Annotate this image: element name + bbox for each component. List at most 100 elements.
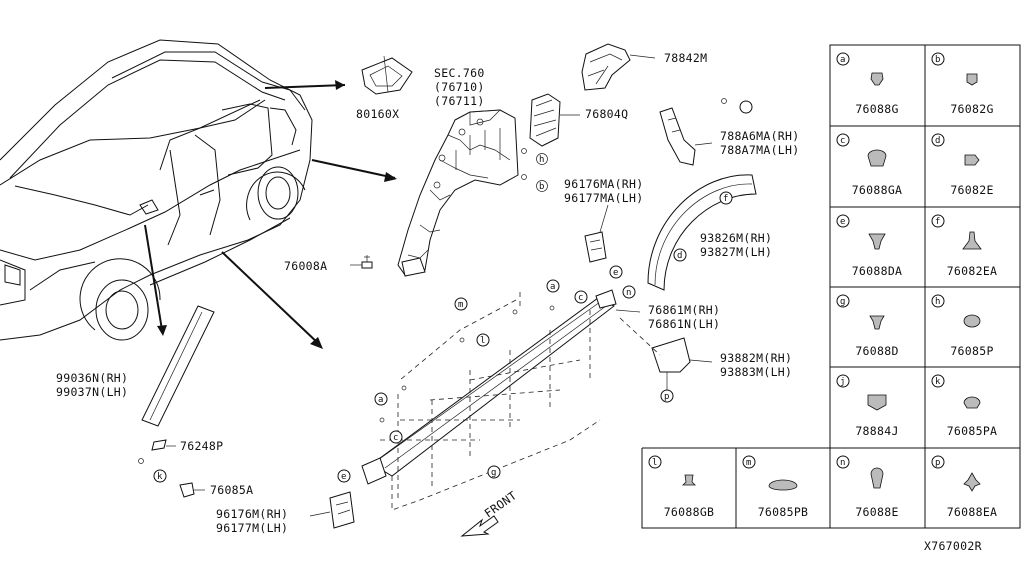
- legend-cell-d: d 76082E: [931, 133, 993, 197]
- legend-letter: m: [746, 458, 751, 468]
- callout-k-screw: k: [157, 472, 163, 482]
- legend-part-icon: [963, 314, 981, 328]
- label-76008A: 76008A: [284, 259, 327, 273]
- callout-p-flap: p: [664, 392, 669, 402]
- label-99036N: 99036N(RH): [56, 371, 128, 385]
- label-788A7MA: 788A7MA(LH): [720, 143, 799, 157]
- legend-part-number: 76082G: [950, 102, 993, 116]
- legend-letter-badge: [931, 133, 945, 147]
- legend-letter-badge: [836, 52, 850, 66]
- part-76085A-screw: k 76085A: [138, 458, 253, 498]
- legend-letter: b: [935, 55, 940, 65]
- callout-e-sill: e: [613, 268, 618, 278]
- label-76085A: 76085A: [210, 483, 253, 497]
- legend-letter: a: [840, 55, 845, 65]
- label-96177M: 96177M(LH): [216, 521, 288, 535]
- legend-letter: e: [840, 217, 845, 227]
- legend-cell-b: b 76082G: [931, 52, 993, 116]
- callout-a-sill: a: [550, 282, 555, 292]
- callout-d-arch: d: [677, 251, 682, 261]
- callout-m-sill: m: [458, 300, 463, 310]
- callout-b-panel: b: [539, 182, 544, 192]
- legend-part-number: 76085PB: [758, 505, 809, 519]
- legend-letter: j: [840, 377, 845, 387]
- callout-c-sill2: c: [393, 433, 398, 443]
- label-76710: (76710): [434, 80, 485, 94]
- label-76861N: 76861N(LH): [648, 317, 720, 331]
- legend-letter: c: [840, 136, 845, 146]
- legend-part-icon: [870, 72, 884, 86]
- legend-cell-c: c 76088GA: [836, 133, 903, 197]
- legend-part-icon: [768, 479, 798, 491]
- legend-part-icon: [867, 394, 887, 411]
- vehicle-illustration: [0, 39, 313, 341]
- legend-part-icon: [869, 315, 885, 330]
- legend-part-icon: [964, 154, 980, 166]
- legend-part-icon: [870, 467, 884, 489]
- label-96176M: 96176M(RH): [216, 507, 288, 521]
- legend-cell-m: m 76085PB: [742, 455, 809, 519]
- legend-letter: n: [840, 458, 845, 468]
- front-indicator: FRONT: [460, 488, 519, 537]
- legend-letter: d: [935, 136, 940, 146]
- legend-part-number: 76088DA: [852, 264, 903, 278]
- legend-part-number: 76088G: [855, 102, 898, 116]
- legend-letter-badge: [931, 294, 945, 308]
- legend-cell-l: l 76088GB: [648, 455, 715, 519]
- part-788A6MA-bracket: 788A6MA(RH) 788A7MA(LH): [659, 98, 799, 166]
- label-93883M: 93883M(LH): [720, 365, 792, 379]
- legend-letter-badge: [931, 52, 945, 66]
- label-76248P: 76248P: [180, 439, 223, 453]
- callout-h-panel: h: [539, 155, 544, 165]
- legend-letter-badge: [742, 455, 756, 469]
- part-93826M-fender-arch: f d 93826M(RH) 93827M(LH): [647, 174, 772, 291]
- legend-part-number: 76088GB: [664, 505, 715, 519]
- callout-a-sill2: a: [378, 395, 383, 405]
- label-93826M: 93826M(RH): [700, 231, 772, 245]
- part-96176MA: 96176MA(RH) 96177MA(LH): [564, 177, 643, 263]
- label-76711: (76711): [434, 94, 485, 108]
- panel-clips: h b: [521, 148, 548, 192]
- part-78842M: 78842M: [581, 43, 707, 91]
- legend-letter: l: [652, 458, 657, 468]
- sill-callouts: m l a c e n a c e g 76861M(RH) 76861N(LH…: [337, 265, 720, 483]
- part-93882M: p 93882M(RH) 93883M(LH): [619, 317, 792, 403]
- label-78842M: 78842M: [664, 51, 707, 65]
- legend-part-number: 76082EA: [947, 264, 998, 278]
- pointer-arrows: [144, 80, 397, 349]
- label-76804Q: 76804Q: [585, 107, 628, 121]
- legend-part-number: 78884J: [855, 424, 898, 438]
- legend-cell-j: j 78884J: [836, 374, 898, 438]
- diagram-code: X767002R: [924, 539, 982, 553]
- legend-part-icon: [962, 231, 982, 250]
- legend-letter: h: [935, 297, 940, 307]
- legend-letter-badge: [836, 214, 850, 228]
- part-sill-moulding: [361, 289, 617, 511]
- part-76008A-bolt: 76008A: [284, 255, 373, 273]
- legend-part-icon: [963, 472, 981, 492]
- legend-part-number: 76082E: [950, 183, 993, 197]
- legend-part-icon: [868, 233, 886, 250]
- legend-cell-a: a 76088G: [836, 52, 898, 116]
- legend-part-number: 76088EA: [947, 505, 998, 519]
- legend-letter-badge: [836, 374, 850, 388]
- callout-n-sill: n: [626, 288, 631, 298]
- label-80160X: 80160X: [356, 107, 399, 121]
- legend-part-number: 76088GA: [852, 183, 903, 197]
- legend-letter: f: [935, 217, 940, 227]
- label-788A6MA: 788A6MA(RH): [720, 129, 799, 143]
- legend-letter-badge: [836, 455, 850, 469]
- part-96176M: 96176M(RH) 96177M(LH): [216, 491, 355, 535]
- legend-part-icon: [867, 149, 887, 167]
- callout-f-arch: f: [723, 194, 728, 204]
- part-99036N-pillar-trim: 99036N(RH) 99037N(LH): [56, 305, 215, 427]
- legend-part-number: 76088D: [855, 344, 898, 358]
- legend-grid: [641, 44, 1021, 529]
